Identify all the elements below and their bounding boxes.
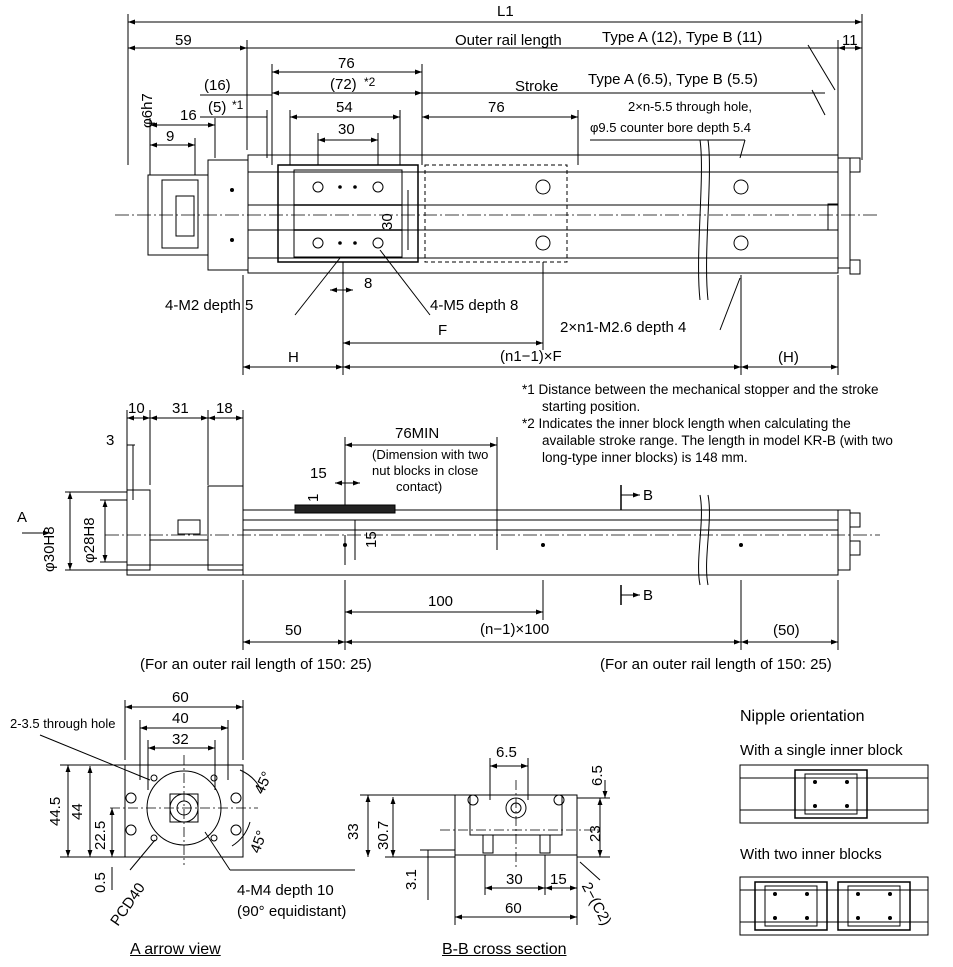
label-15: 15	[310, 465, 327, 482]
label-n1f: (n1−1)×F	[500, 348, 562, 365]
label-phi28h8: φ28H8	[81, 517, 98, 563]
label-76a: 76	[338, 55, 355, 72]
label-59: 59	[175, 32, 192, 49]
label-star1: *1	[232, 98, 244, 112]
label-bb-33: 33	[345, 823, 362, 840]
label-54: 54	[336, 99, 353, 116]
label-a-arrow: A	[17, 509, 28, 526]
hole-markers	[230, 179, 892, 920]
side-view	[22, 410, 880, 650]
label-phi30h8: φ30H8	[41, 526, 58, 572]
label-hp: (H)	[778, 349, 799, 366]
label-hole-note-1: 2×n-5.5 through hole,	[628, 99, 752, 114]
label-100: 100	[428, 593, 454, 610]
label-m26: 2×n1-M2.6 depth 4	[560, 319, 687, 336]
note-2a: *2 Indicates the inner block length when…	[522, 416, 851, 431]
label-225: 22.5	[92, 820, 109, 850]
label-30v: 30	[379, 213, 396, 230]
label-nipple-title: Nipple orientation	[740, 708, 865, 725]
label-hole-note-2: φ9.5 counter bore depth 5.4	[590, 120, 751, 135]
label-stroke: Stroke	[515, 78, 559, 95]
label-5p: (5)	[208, 99, 227, 116]
label-76b: 76	[488, 99, 505, 116]
caption-a-arrow-view: A arrow view	[130, 941, 221, 958]
note-1b: starting position.	[542, 399, 641, 414]
label-76min: 76MIN	[395, 425, 440, 442]
label-bb-30: 30	[506, 871, 523, 888]
label-bb-307: 30.7	[375, 820, 392, 850]
a-arrow-view	[39, 700, 355, 890]
label-445: 44.5	[47, 796, 64, 826]
label-11: 11	[842, 32, 858, 49]
note-2b: available stroke range. The length in mo…	[542, 433, 893, 448]
label-equidistant: (90° equidistant)	[237, 903, 347, 920]
note-2c: long-type inner blocks) is 148 mm.	[542, 450, 748, 465]
label-h: H	[288, 349, 299, 366]
label-15v: 15	[363, 531, 380, 548]
notes-block: *1 Distance between the mechanical stopp…	[522, 381, 947, 466]
label-bb-65b: 6.5	[589, 765, 606, 786]
label-9: 9	[166, 128, 175, 145]
label-50p: (50)	[773, 622, 800, 639]
label-outer-note-right: (For an outer rail length of 150: 25)	[600, 656, 832, 673]
label-8: 8	[364, 275, 373, 292]
nipple-orientation	[739, 764, 929, 936]
label-a40: 40	[172, 710, 189, 727]
label-l1: L1	[497, 3, 514, 20]
label-m4: 4-M4 depth 10	[237, 882, 334, 899]
label-b-bottom: B	[643, 587, 654, 604]
label-dim-note-2: nut blocks in close	[372, 463, 479, 478]
label-two-inner-blocks: With two inner blocks	[740, 846, 882, 863]
label-type-12-11: Type A (12), Type B (11)	[602, 29, 763, 46]
label-thru-hole: 2-3.5 through hole	[10, 716, 116, 731]
label-a60: 60	[172, 689, 189, 706]
label-bb-15: 15	[550, 871, 567, 888]
label-m2: 4-M2 depth 5	[165, 297, 254, 314]
bb-cross-section	[360, 758, 610, 925]
label-16: 16	[180, 107, 197, 124]
label-50: 50	[285, 622, 302, 639]
label-phi6h7: φ6h7	[139, 93, 156, 128]
label-3: 3	[106, 432, 115, 449]
label-44: 44	[69, 803, 86, 820]
label-outer-rail-length: Outer rail length	[455, 32, 562, 49]
label-bb-60: 60	[505, 900, 522, 917]
label-m5: 4-M5 depth 8	[430, 297, 519, 314]
label-1: 1	[305, 493, 322, 502]
label-a32: 32	[172, 731, 189, 748]
label-bb-65a: 6.5	[496, 744, 517, 761]
label-bb-23: 23	[587, 825, 604, 842]
label-18: 18	[216, 400, 233, 417]
top-view	[115, 14, 880, 375]
label-single-inner-block: With a single inner block	[740, 742, 903, 759]
label-dim-note-3: contact)	[396, 479, 443, 494]
label-72: (72)	[330, 76, 357, 93]
label-05: 0.5	[92, 872, 109, 893]
label-outer-note-left: (For an outer rail length of 150: 25)	[140, 656, 372, 673]
note-1a: *1 Distance between the mechanical stopp…	[522, 382, 879, 397]
label-f: F	[438, 322, 448, 339]
label-type-65-55: Type A (6.5), Type B (5.5)	[588, 71, 758, 88]
label-16p: (16)	[204, 77, 231, 94]
label-31: 31	[172, 400, 189, 417]
label-dim-note-1: (Dimension with two	[372, 447, 489, 462]
label-bb-31: 3.1	[403, 869, 420, 890]
caption-bb-cross-section: B-B cross section	[442, 941, 567, 958]
label-10: 10	[128, 400, 145, 417]
label-b-top: B	[643, 487, 654, 504]
label-30a: 30	[338, 121, 355, 138]
label-star2: *2	[364, 75, 376, 89]
label-n100: (n−1)×100	[480, 621, 550, 638]
